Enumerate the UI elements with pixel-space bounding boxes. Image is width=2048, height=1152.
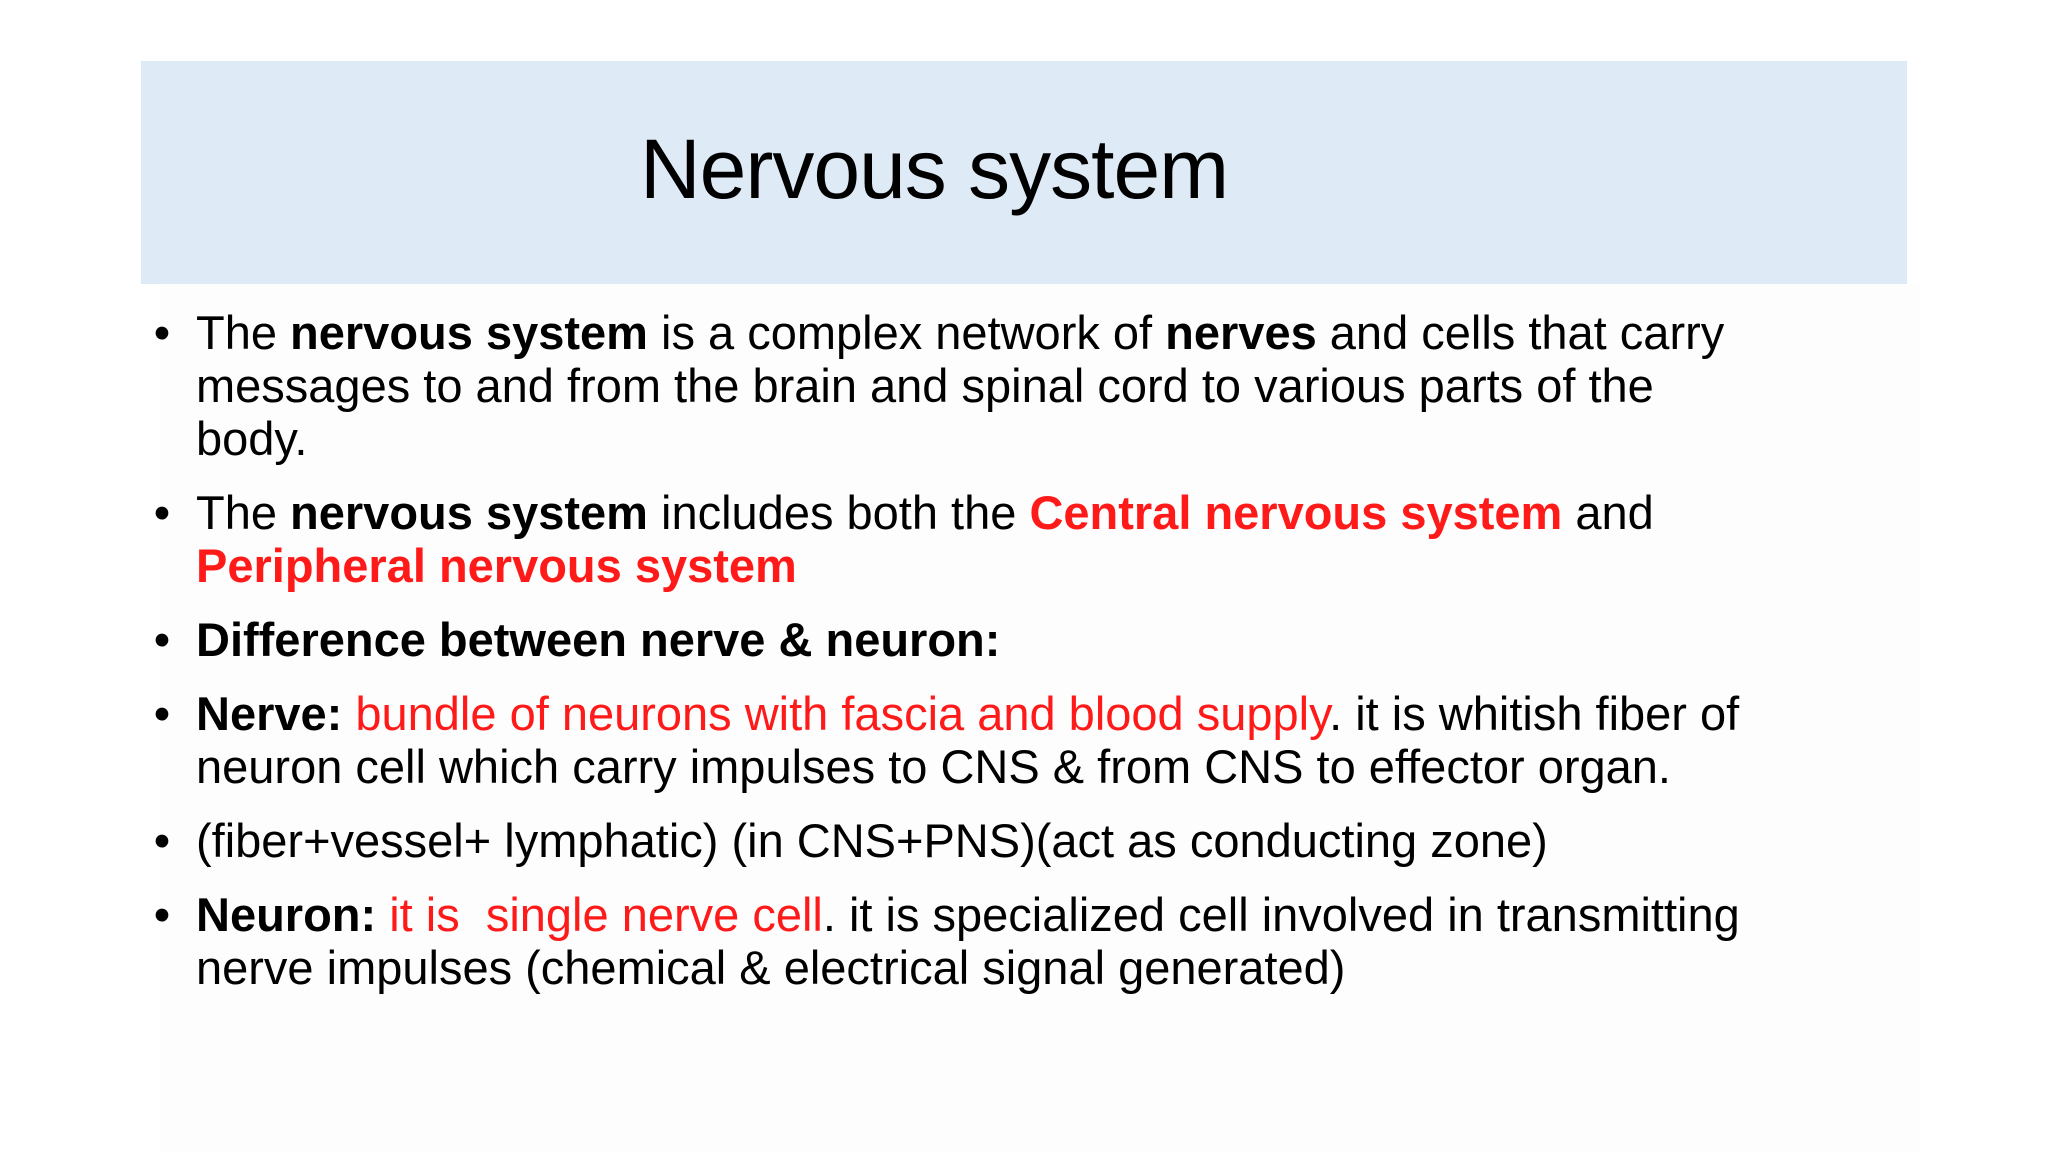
bullet-line: Peripheral nervous system (196, 539, 1912, 592)
text-segment: nerves (1165, 306, 1317, 359)
text-segment: messages to and from the brain and spina… (196, 359, 1654, 412)
text-segment: Difference between nerve & neuron: (196, 613, 1001, 666)
text-segment: The (196, 486, 291, 539)
bullet-line: Difference between nerve & neuron: (196, 613, 1912, 666)
text-segment: The (196, 306, 291, 359)
text-segment: and cells that carry (1316, 306, 1725, 359)
bullet-line: nerve impulses (chemical & electrical si… (196, 941, 1912, 994)
bullet-line: The nervous system is a complex network … (196, 306, 1912, 359)
bullet-marker: • (153, 814, 171, 867)
bullet-item: • (fiber+vessel+ lymphatic) (in CNS+PNS)(… (152, 814, 1912, 867)
text-segment: is a complex network of (647, 306, 1166, 359)
text-segment: bundle of neurons with fascia and blood … (355, 687, 1330, 740)
text-segment: neuron cell which carry impulses to CNS … (196, 740, 1671, 793)
bullet-item: • The nervous system includes both the Ce… (152, 486, 1912, 592)
slide-title: Nervous system (640, 122, 1229, 216)
text-segment (376, 888, 389, 941)
text-segment: Peripheral nervous system (196, 539, 797, 592)
text-segment: body. (196, 412, 308, 465)
bullet-item: • Difference between nerve & neuron: (152, 613, 1912, 666)
title-band (141, 61, 1907, 284)
text-segment: . it is whitish fiber of (1329, 687, 1740, 740)
bullet-line: neuron cell which carry impulses to CNS … (196, 740, 1912, 793)
bullet-list: • The nervous system is a complex network… (152, 306, 1912, 1015)
bullet-line: Nerve: bundle of neurons with fascia and… (196, 687, 1912, 740)
bullet-line: body. (196, 412, 1912, 465)
text-segment: nerve impulses (chemical & electrical si… (196, 941, 1346, 994)
bullet-item: • Nerve: bundle of neurons with fascia an… (152, 687, 1912, 793)
bullet-marker: • (153, 687, 171, 740)
bullet-line: (fiber+vessel+ lymphatic) (in CNS+PNS)(a… (196, 814, 1912, 867)
text-segment: nervous system (290, 306, 648, 359)
bullet-item: • Neuron: it is single nerve cell. it is … (152, 888, 1912, 994)
bullet-marker: • (153, 486, 171, 539)
text-segment: Nerve: (196, 687, 343, 740)
bullet-marker: • (153, 888, 171, 941)
bullet-line: The nervous system includes both the Cen… (196, 486, 1912, 539)
bullet-item: • The nervous system is a complex network… (152, 306, 1912, 465)
text-segment: it is single nerve cell (389, 888, 823, 941)
text-segment: (fiber+vessel+ lymphatic) (in CNS+PNS)(a… (196, 814, 1548, 867)
bullet-marker: • (153, 306, 171, 359)
text-segment: Neuron: (196, 888, 377, 941)
text-segment: Central nervous system (1029, 486, 1563, 539)
text-segment (342, 687, 355, 740)
text-segment: includes both the (647, 486, 1030, 539)
text-segment: . it is specialized cell involved in tra… (822, 888, 1740, 941)
text-segment: and (1562, 486, 1654, 539)
bullet-line: messages to and from the brain and spina… (196, 359, 1912, 412)
bullet-line: Neuron: it is single nerve cell. it is s… (196, 888, 1912, 941)
bullet-marker: • (153, 613, 171, 666)
slide-background (160, 284, 1920, 1152)
text-segment: nervous system (290, 486, 648, 539)
